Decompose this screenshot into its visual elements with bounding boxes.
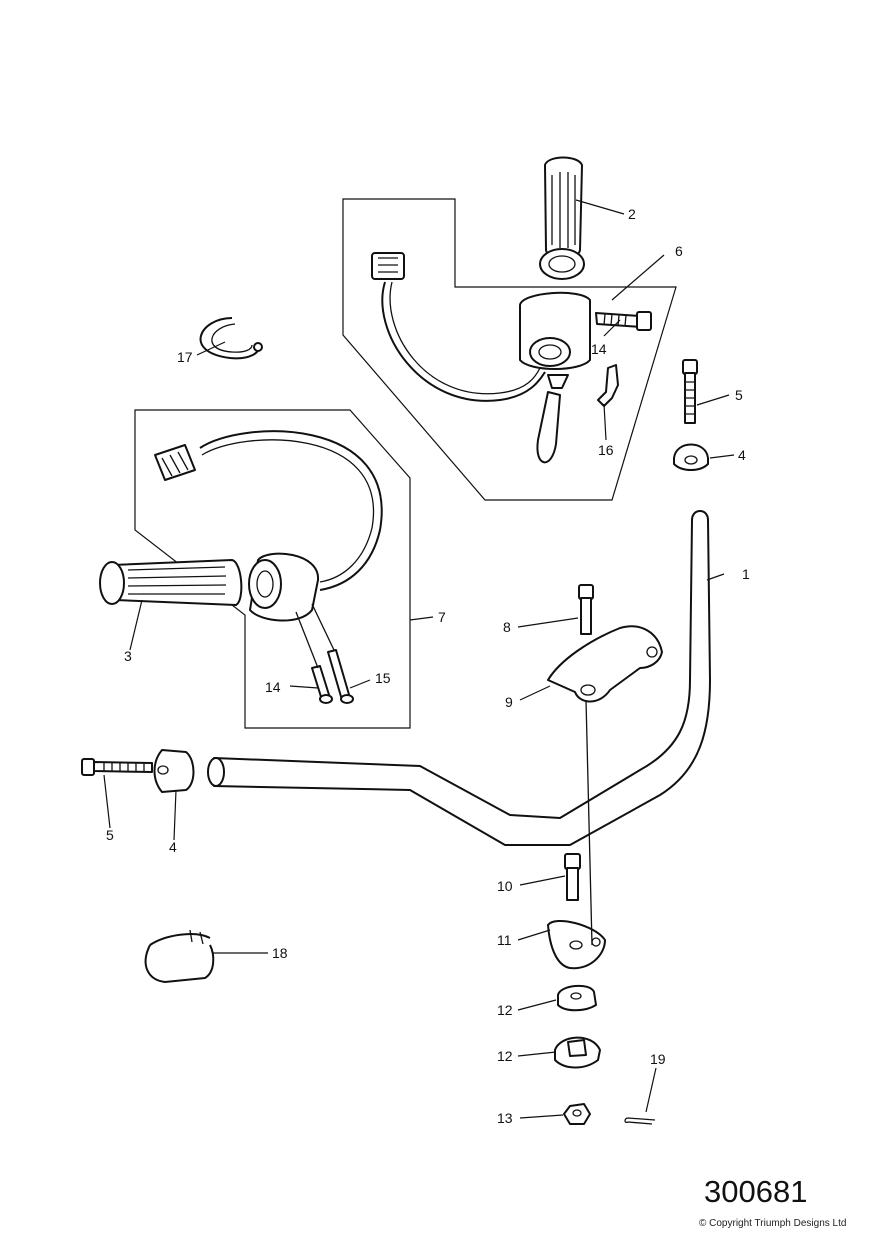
callout-3: 3 bbox=[124, 648, 132, 664]
left-switch-assembly-box bbox=[134, 409, 411, 729]
callout-15: 15 bbox=[375, 670, 391, 686]
callout-14-upper: 14 bbox=[591, 341, 607, 357]
callout-2: 2 bbox=[628, 206, 636, 222]
right-grip bbox=[539, 156, 585, 280]
copyright-notice: © Copyright Triumph Designs Ltd bbox=[699, 1218, 846, 1229]
callout-16: 16 bbox=[598, 442, 614, 458]
clamp-bolt bbox=[578, 584, 594, 635]
spring-clip bbox=[144, 929, 215, 983]
leader-lines bbox=[103, 199, 735, 1119]
callout-19: 19 bbox=[650, 1051, 666, 1067]
callout-10: 10 bbox=[497, 878, 513, 894]
rubber-bush-upper bbox=[557, 984, 597, 1012]
upper-clamp bbox=[547, 625, 663, 703]
bar-end-weight-right bbox=[673, 443, 709, 471]
callout-14-left: 14 bbox=[265, 679, 281, 695]
callout-5-left: 5 bbox=[106, 827, 114, 843]
callout-4-left: 4 bbox=[169, 839, 177, 855]
right-switch-assembly-box bbox=[342, 198, 677, 501]
screw-left bbox=[311, 665, 333, 704]
left-switch-housing bbox=[154, 430, 383, 622]
callout-17: 17 bbox=[177, 349, 193, 365]
callout-8: 8 bbox=[503, 619, 511, 635]
left-grip bbox=[99, 559, 243, 606]
circlip bbox=[199, 317, 263, 360]
split-pin bbox=[624, 1117, 656, 1125]
callout-7: 7 bbox=[438, 609, 446, 625]
callout-5-right: 5 bbox=[735, 387, 743, 403]
screw-upper bbox=[595, 311, 652, 331]
callout-6: 6 bbox=[675, 243, 683, 259]
clip bbox=[597, 364, 619, 407]
callout-4-right: 4 bbox=[738, 447, 746, 463]
callout-12-lower: 12 bbox=[497, 1048, 513, 1064]
drawing-reference-number: 300681 bbox=[704, 1174, 807, 1209]
nut bbox=[563, 1103, 591, 1125]
callout-18: 18 bbox=[272, 945, 288, 961]
bar-end-weight-left bbox=[153, 749, 195, 793]
callout-12-upper: 12 bbox=[497, 1002, 513, 1018]
callout-11: 11 bbox=[497, 932, 512, 948]
callout-13: 13 bbox=[497, 1110, 513, 1126]
lower-clamp bbox=[547, 920, 606, 970]
handlebar bbox=[207, 510, 711, 846]
rubber-bush-lower bbox=[554, 1036, 601, 1069]
right-switch-housing bbox=[371, 252, 591, 464]
lower-bolt bbox=[564, 853, 581, 901]
callout-9: 9 bbox=[505, 694, 513, 710]
callout-1: 1 bbox=[742, 566, 750, 582]
bolt-right bbox=[682, 359, 698, 424]
bolt-left bbox=[81, 758, 153, 776]
screw-15 bbox=[327, 649, 354, 704]
